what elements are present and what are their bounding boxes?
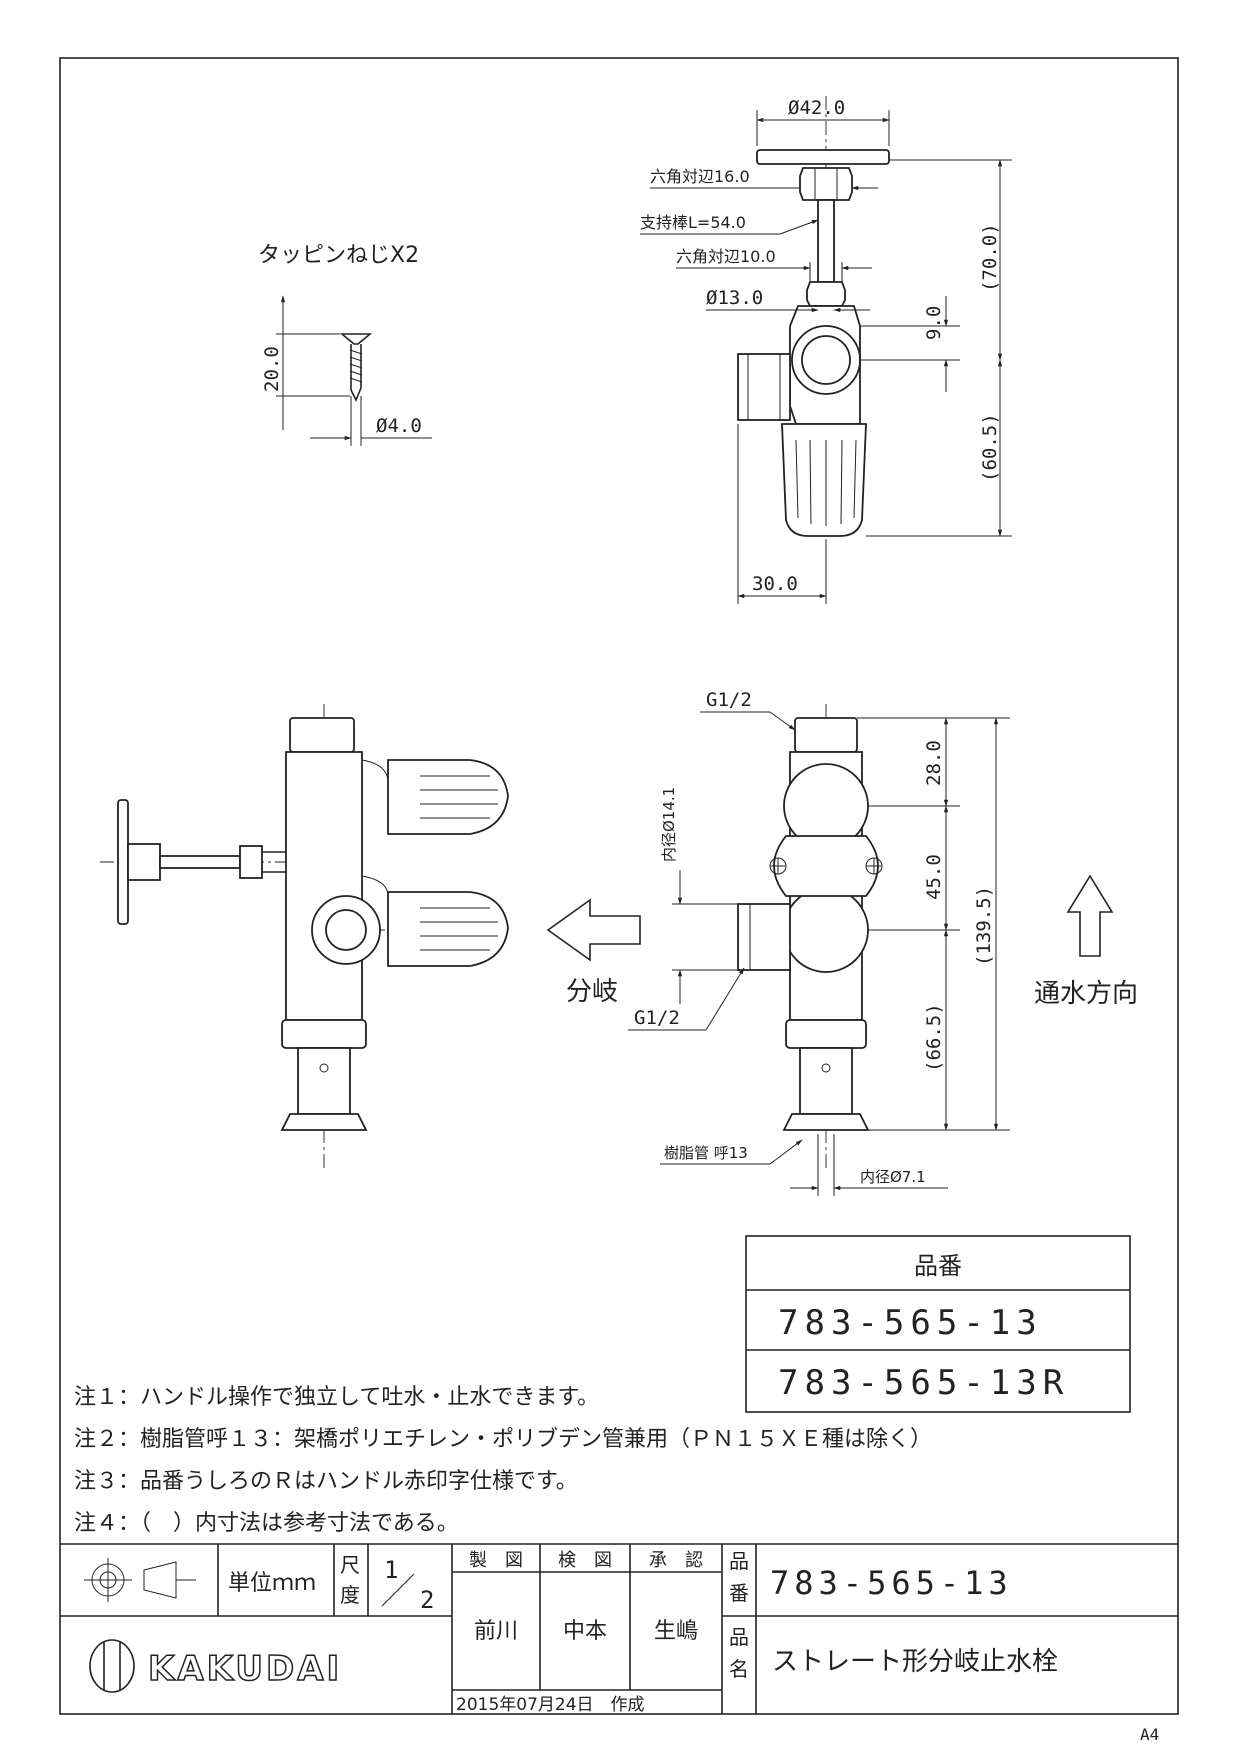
dim-665: (66.5) — [923, 1003, 945, 1072]
note-3: 注３：品番うしろのＲはハンドル赤印字仕様です。 — [74, 1469, 578, 1494]
title-part-no: 783-565-13 — [770, 1564, 1013, 1602]
front-view: G1/2 内径Ø14.1 G1/2 28.0 45.0 (139.5) (66.… — [628, 689, 1010, 1196]
screw-length-dim: 20.0 — [261, 346, 283, 392]
dim-605: (60.5) — [979, 413, 1001, 482]
checked-label: 検 図 — [558, 1550, 612, 1571]
title-block: 単位ｍｍ 尺 度 1 2 製 図 検 図 承 認 前川 中本 生嶋 品 番 78… — [60, 1543, 1178, 1715]
flow-direction-arrow: 通水方向 — [1034, 874, 1138, 1009]
support-rod-label: 支持棒L=54.0 — [640, 213, 746, 232]
scale-label-2: 度 — [340, 1583, 360, 1607]
hex16-label: 六角対辺16.0 — [650, 167, 750, 186]
brand-name: KAKUDAI — [148, 1649, 342, 1689]
dim-1395: (139.5) — [973, 886, 995, 966]
resin-pipe-label: 樹脂管 呼13 — [664, 1144, 748, 1162]
side-view — [100, 704, 509, 1170]
flow-direction-label: 通水方向 — [1034, 979, 1138, 1009]
checked-by: 中本 — [563, 1619, 607, 1644]
note-2: 注２：樹脂管呼１３：架橋ポリエチレン・ポリブデン管兼用（ＰＮ１５ＸＥ種は除く） — [74, 1427, 932, 1452]
g-top-label: G1/2 — [706, 689, 752, 711]
product-name: ストレート形分岐止水栓 — [772, 1647, 1058, 1677]
scale-denominator: 2 — [420, 1586, 434, 1614]
part-row-1: 783-565-13 — [778, 1303, 1043, 1343]
kakudai-logo: KAKUDAI — [89, 1639, 342, 1693]
created-date: 2015年07月24日 作成 — [456, 1695, 645, 1715]
dim-70: (70.0) — [979, 223, 1001, 292]
dim-42: Ø42.0 — [788, 97, 845, 119]
screw-dia-dim: Ø4.0 — [376, 415, 422, 437]
note-4: 注４：（ ）内寸法は参考寸法である。 — [74, 1511, 459, 1536]
approved-by: 生嶋 — [654, 1619, 698, 1644]
notes: 注１：ハンドル操作で独立して吐水・止水できます。 注２：樹脂管呼１３：架橋ポリエ… — [74, 1385, 932, 1536]
hex10-label: 六角対辺10.0 — [676, 247, 776, 266]
drawn-by: 前川 — [474, 1619, 518, 1644]
part-number-table: 品番 783-565-13 783-565-13R — [745, 1235, 1131, 1413]
part-row-2: 783-565-13R — [778, 1363, 1069, 1403]
dim-28: 28.0 — [923, 740, 945, 786]
part-no-label-1: 品 — [729, 1549, 749, 1573]
inner-dia-71: 内径Ø7.1 — [860, 1168, 926, 1186]
branch-arrow: 分岐 — [546, 898, 641, 1007]
g-side-label: G1/2 — [634, 1007, 680, 1029]
sheet-frame — [59, 57, 1179, 1715]
part-no-label-2: 番 — [729, 1581, 749, 1605]
paper-size: A4 — [1140, 1725, 1159, 1744]
dim-13: Ø13.0 — [706, 287, 763, 309]
name-label-2: 名 — [729, 1657, 749, 1681]
unit-label: 単位ｍｍ — [228, 1571, 316, 1596]
inner-dia-141: 内径Ø14.1 — [660, 787, 678, 862]
top-view: Ø42.0 六角対辺16.0 支持棒L=54.0 六角対辺10.0 Ø13.0 … — [640, 96, 1012, 604]
part-table-header: 品番 — [914, 1252, 962, 1280]
screw-detail: タッピンねじX2 20.0 Ø4.0 — [258, 243, 432, 446]
branch-label: 分岐 — [566, 977, 618, 1007]
scale-label-1: 尺 — [340, 1553, 360, 1577]
dim-45: 45.0 — [923, 854, 945, 900]
drawn-label: 製 図 — [469, 1550, 523, 1571]
note-1: 注１：ハンドル操作で独立して吐水・止水できます。 — [74, 1385, 599, 1410]
dim-9: 9.0 — [923, 306, 945, 340]
screw-title: タッピンねじX2 — [258, 243, 419, 268]
dim-30: 30.0 — [752, 573, 798, 595]
name-label-1: 品 — [729, 1625, 749, 1649]
projection-symbol-icon — [84, 1558, 196, 1602]
approved-label: 承 認 — [649, 1550, 703, 1571]
scale-numerator: 1 — [384, 1556, 398, 1584]
